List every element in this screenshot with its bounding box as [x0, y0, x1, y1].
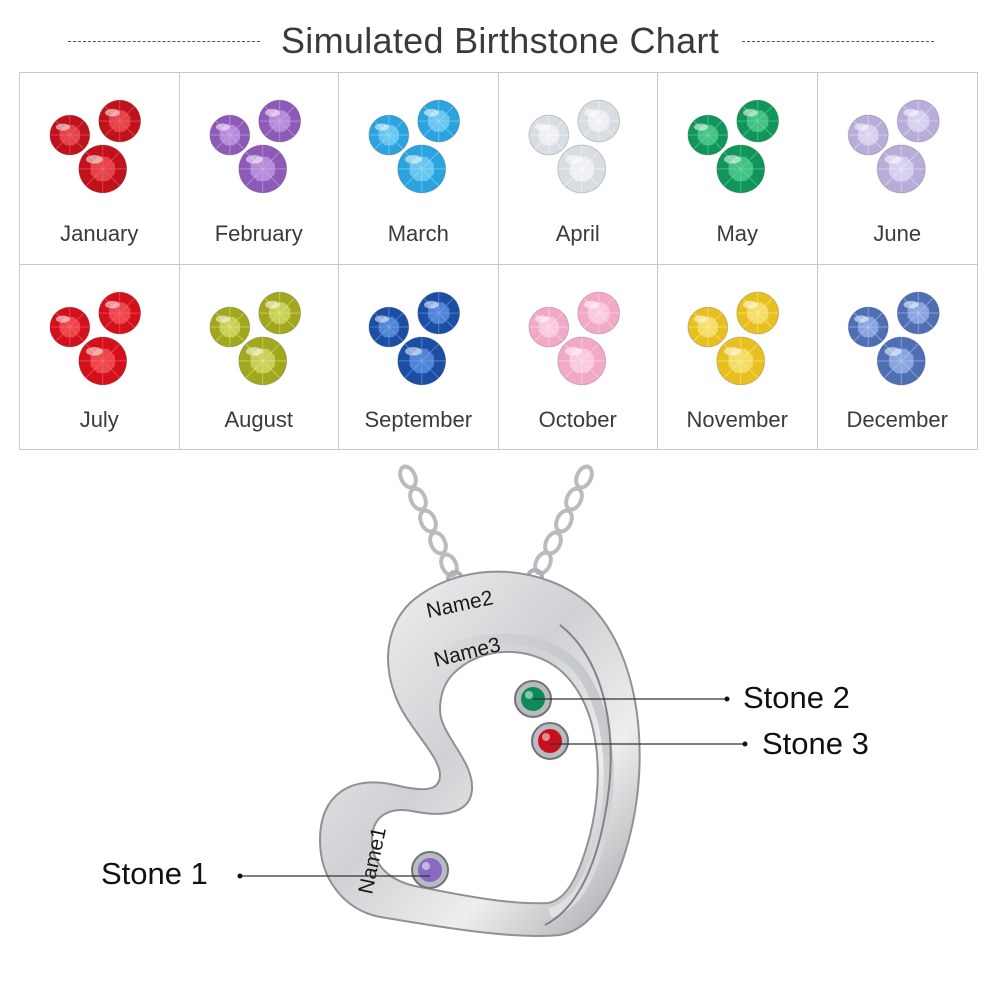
gem-bottom — [78, 144, 128, 194]
gem-left — [208, 114, 250, 156]
month-label: March — [387, 221, 449, 246]
gem-left — [687, 306, 729, 348]
stone-1-setting — [411, 851, 449, 889]
birthstone-cell-october: October — [499, 265, 658, 449]
birthstone-gems — [49, 291, 142, 386]
birthstone-cell-june: June — [817, 73, 977, 265]
gem-top-right — [576, 99, 620, 143]
birthstone-gems — [368, 291, 461, 386]
birthstone-gems — [687, 99, 780, 194]
stone-2-leader-dot — [724, 696, 730, 702]
necklace-illustration: Name2 Name3 Name1 Stone 1 Stone 2 Stone … — [0, 455, 1000, 1000]
left-dashed-rule — [68, 41, 260, 42]
gem-bottom — [876, 336, 926, 386]
stone-1-label: Stone 1 — [101, 856, 208, 891]
gem-top-right — [98, 291, 142, 335]
chain-right — [533, 464, 594, 576]
gem-bottom — [78, 336, 128, 386]
month-label: July — [79, 407, 119, 432]
month-label: May — [716, 221, 759, 246]
gem-left — [49, 114, 91, 156]
month-label: April — [555, 221, 600, 246]
gem-top-right — [257, 99, 301, 143]
heart-right-swoosh — [544, 624, 612, 926]
chain-left — [398, 464, 459, 578]
gem-left — [847, 114, 889, 156]
birthstone-gems — [208, 99, 301, 194]
birthstone-cell-april: April — [498, 73, 658, 265]
gem-bottom — [237, 336, 287, 386]
right-dashed-rule — [742, 41, 934, 42]
birthstone-gems — [527, 99, 620, 194]
chart-header: Simulated Birthstone Chart — [0, 14, 1000, 70]
gem-bottom — [237, 144, 287, 194]
month-label: August — [224, 407, 294, 432]
gem-top-right — [417, 291, 461, 335]
gem-top-right — [576, 291, 620, 335]
gem-left — [687, 114, 729, 156]
birthstone-cell-november: November — [658, 265, 818, 449]
gem-top-right — [896, 291, 940, 335]
gem-top-right — [417, 99, 461, 143]
page-title: Simulated Birthstone Chart — [280, 20, 719, 61]
month-label: November — [686, 407, 788, 432]
stone-1-leader-dot — [237, 873, 243, 879]
month-label: September — [364, 407, 473, 432]
stone-3-setting — [531, 722, 569, 760]
gem-top-right — [98, 99, 142, 143]
gem-top-right — [736, 291, 780, 335]
month-label: December — [846, 407, 948, 432]
month-label: June — [873, 221, 922, 246]
gem-left — [368, 306, 410, 348]
gem-bottom — [556, 336, 606, 386]
gem-left — [527, 306, 569, 348]
gem-left — [368, 114, 410, 156]
stone-3-leader-dot — [742, 741, 748, 747]
gem-top-right — [736, 99, 780, 143]
gem-bottom — [716, 336, 766, 386]
birthstone-gems — [368, 99, 461, 194]
gem-bottom — [397, 144, 447, 194]
gem-left — [847, 306, 889, 348]
necklace-drawing: Name2 Name3 Name1 — [237, 464, 748, 937]
gem-bottom — [397, 336, 447, 386]
birthstone-gems — [847, 99, 940, 194]
birthstone-cell-september: September — [339, 265, 499, 449]
gem-top-right — [896, 99, 940, 143]
birthstone-cell-january: January — [20, 73, 180, 265]
gem-top-right — [257, 291, 301, 335]
birthstone-cell-march: March — [339, 73, 499, 265]
birthstone-cell-may: May — [658, 73, 818, 265]
gem-bottom — [556, 144, 606, 194]
birthstone-gems — [527, 291, 620, 386]
birthstone-gems — [208, 291, 301, 386]
gem-left — [527, 114, 569, 156]
stone-3-label: Stone 3 — [762, 726, 869, 761]
gem-left — [208, 306, 250, 348]
month-label: February — [214, 221, 303, 246]
stone-2-label: Stone 2 — [743, 680, 850, 715]
birthstone-cell-july: July — [20, 265, 180, 449]
month-label: January — [60, 221, 139, 246]
month-label: October — [538, 407, 617, 432]
birthstone-cell-february: February — [179, 73, 339, 265]
gem-bottom — [716, 144, 766, 194]
gem-bottom — [876, 144, 926, 194]
birthstone-gems — [847, 291, 940, 386]
birthstone-cell-december: December — [818, 265, 978, 449]
gem-left — [49, 306, 91, 348]
birthstone-gems — [49, 99, 142, 194]
birthstone-gems — [687, 291, 780, 386]
birthstone-cell-august: August — [180, 265, 339, 449]
